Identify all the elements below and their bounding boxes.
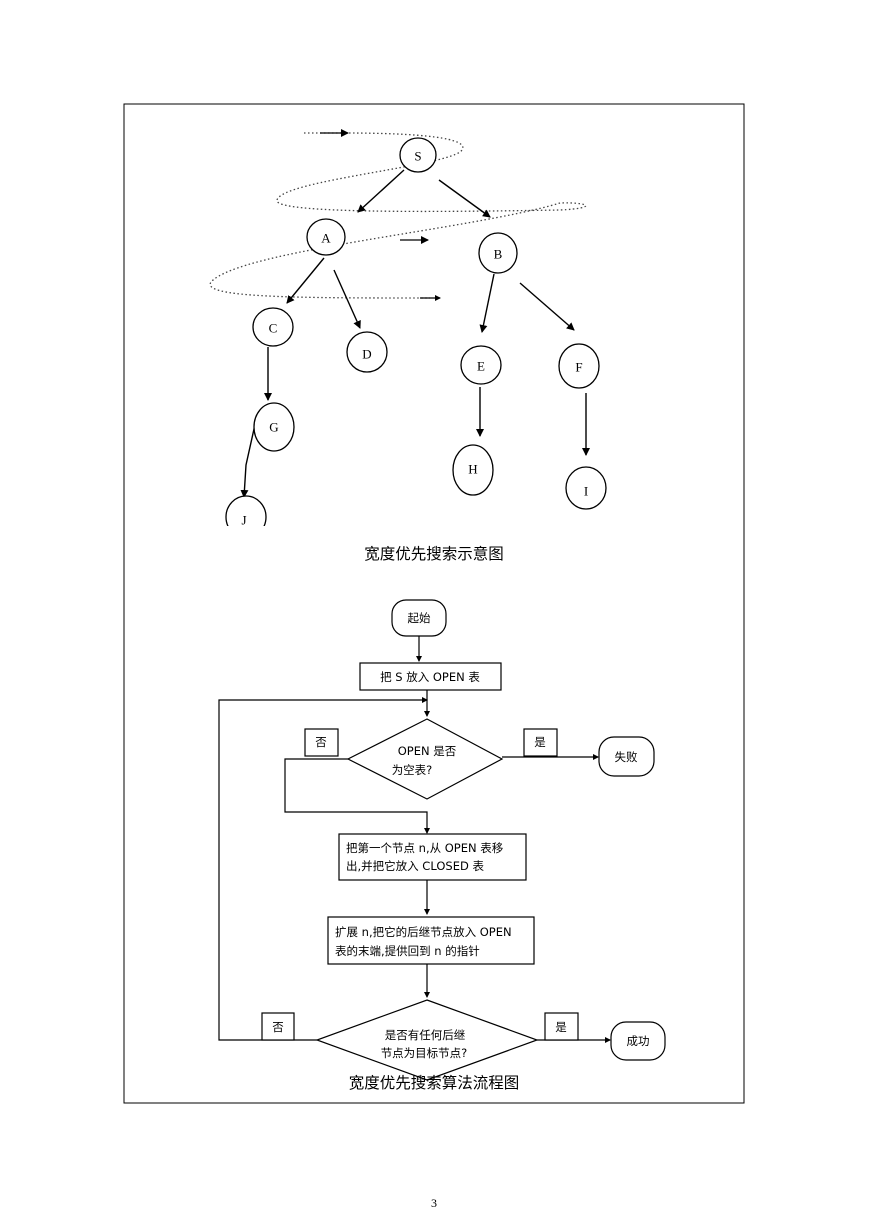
edge-s-b [438,179,491,218]
move-node-line2: 出,并把它放入 CLOSED 表 [346,859,484,873]
start-label: 起始 [408,611,431,625]
fail-terminal [598,736,655,777]
node-a-label: A [321,231,331,246]
edge-g-j [240,419,257,498]
no-label-1: 否 [315,735,327,749]
edge-a-d [333,269,361,329]
arrow-no-to-move [284,758,430,834]
expand-node-line1: 扩展 n,把它的后继节点放入 OPEN [335,925,512,939]
page-number: 3 [431,1196,437,1210]
node-c-label: C [269,321,278,336]
node-f [558,343,600,389]
tree-nodes [252,137,607,510]
yes-label-1: 是 [534,735,546,749]
tree-caption: 宽度优先搜索示意图 [364,544,504,563]
edge-s-a [357,169,405,213]
node-j-label: J [241,513,246,528]
traversal-path [209,132,587,299]
move-node-line1: 把第一个节点 n,从 OPEN 表移 [346,841,504,855]
node-d [346,331,388,373]
node-h [452,444,494,496]
decision-open-empty [346,718,504,800]
success-terminal [610,1021,666,1061]
success-label: 成功 [627,1034,650,1048]
fail-label: 失败 [615,750,638,764]
yes-box-1 [523,728,558,757]
decision-goal-line1: 是否有任何后继 [385,1028,466,1042]
node-g [253,402,295,452]
node-c [252,307,294,347]
node-e [460,345,502,385]
node-s [399,137,437,173]
node-h-label: H [468,462,477,477]
yes-box-2 [544,1012,579,1041]
node-d-label: D [362,347,371,362]
put-s-label: 把 S 放入 OPEN 表 [380,670,480,684]
node-j [225,495,267,526]
no-label-2: 否 [272,1020,284,1034]
node-b-label: B [494,247,503,262]
tree-edges [240,169,590,498]
node-b [478,232,518,274]
node-s-label: S [414,149,421,164]
edge-b-f [519,282,575,331]
node-i-label: I [584,484,588,499]
edge-a-c [286,257,325,304]
node-f-label: F [575,360,582,375]
decision-open-empty-line1: OPEN 是否 [398,744,457,758]
decision-open-empty-line2: 为空表? [392,763,433,777]
bfs-flowchart [218,599,666,1081]
yes-label-2: 是 [555,1020,567,1034]
decision-goal [315,999,539,1081]
node-a [306,218,346,256]
node-g-label: G [269,420,278,435]
put-s-box [359,662,502,691]
move-node-box [338,833,527,881]
bfs-tree-diagram: S A B C D E F G H I J 宽度优先搜索示意图 [209,129,607,563]
flowchart-caption: 宽度优先搜索算法流程图 [349,1073,520,1092]
edge-b-e [479,273,495,333]
decision-goal-line2: 节点为目标节点? [381,1046,468,1060]
no-box-2 [261,1012,295,1041]
node-e-label: E [477,359,485,374]
no-box-1 [304,728,339,757]
expand-node-line2: 表的末端,提供回到 n 的指针 [335,944,480,958]
expand-node-box [327,916,535,965]
figure-frame [123,103,745,1104]
node-i [565,466,607,510]
